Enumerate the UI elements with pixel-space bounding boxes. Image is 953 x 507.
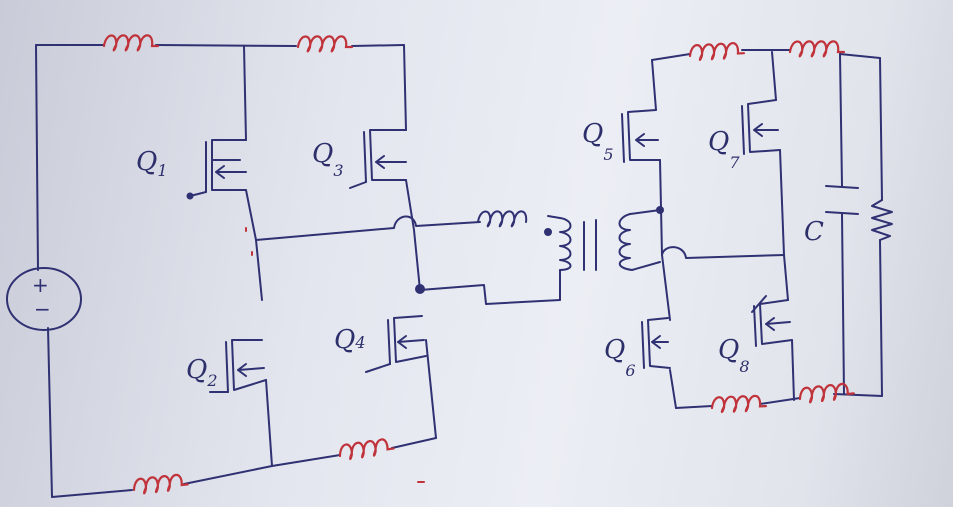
wire-midpoint-right <box>419 284 561 305</box>
inductor-icon-4 <box>337 436 396 462</box>
wire-top-rail-right <box>651 49 881 61</box>
capacitor-icon <box>825 185 859 215</box>
inductor-icon-6 <box>788 40 846 58</box>
wire-leg-q3-q4 <box>403 44 437 439</box>
dc-source-icon <box>6 267 82 331</box>
mosfet-icon-q2 <box>209 339 267 393</box>
label-q4: Q4 <box>334 325 366 355</box>
label-q1: Q1 <box>136 147 168 180</box>
mosfet-icon-q5 <box>621 109 661 163</box>
mosfet-icon-q4 <box>365 315 427 373</box>
inductor-icon-series <box>477 210 528 228</box>
wire-cap <box>839 53 845 395</box>
label-q6: Q6 <box>604 335 636 380</box>
wire-bottom-rail <box>51 465 273 498</box>
wire-leg-q1-q2 <box>243 45 273 467</box>
junction-dot <box>415 284 425 294</box>
label-q7: Q7 <box>708 127 740 172</box>
transformer-icon <box>547 209 661 301</box>
source-plus: + <box>32 273 49 297</box>
inductor-icon-2 <box>296 35 354 53</box>
label-q3: Q3 <box>312 139 344 180</box>
resistor-icon <box>871 199 893 241</box>
label-q8: Q8 <box>718 335 750 376</box>
inductor-icon-8 <box>797 381 856 405</box>
wire-bottom-rail-rightbridge <box>675 393 883 409</box>
inductor-icon-3 <box>131 472 190 496</box>
wire-left-rail <box>35 44 53 498</box>
wire-load-right <box>879 57 883 397</box>
wire-right-leg-q5-q6 <box>651 59 677 409</box>
label-capacitor: C <box>804 217 824 247</box>
inductor-icon-5 <box>688 41 746 62</box>
inductor-icon-7 <box>710 394 768 414</box>
inductor-icon-1 <box>102 34 160 52</box>
source-minus: − <box>34 297 51 321</box>
label-q2: Q2 <box>186 355 218 390</box>
mosfet-icon-q1 <box>189 139 247 197</box>
wire-right-leg-q7-q8 <box>771 51 795 401</box>
mosfet-icon-q8 <box>751 295 793 347</box>
red-marks <box>245 227 425 483</box>
mosfet-icon-q3 <box>349 129 407 189</box>
wire-top-rail-left <box>35 44 405 47</box>
mosfet-icon-q6 <box>641 317 671 369</box>
label-q5: Q5 <box>582 119 614 164</box>
wire-midpoint-left <box>255 215 481 241</box>
mosfet-icon-q7 <box>741 99 781 155</box>
wire-bottom-rail-right <box>271 437 437 467</box>
wire-right-mid <box>661 246 785 259</box>
